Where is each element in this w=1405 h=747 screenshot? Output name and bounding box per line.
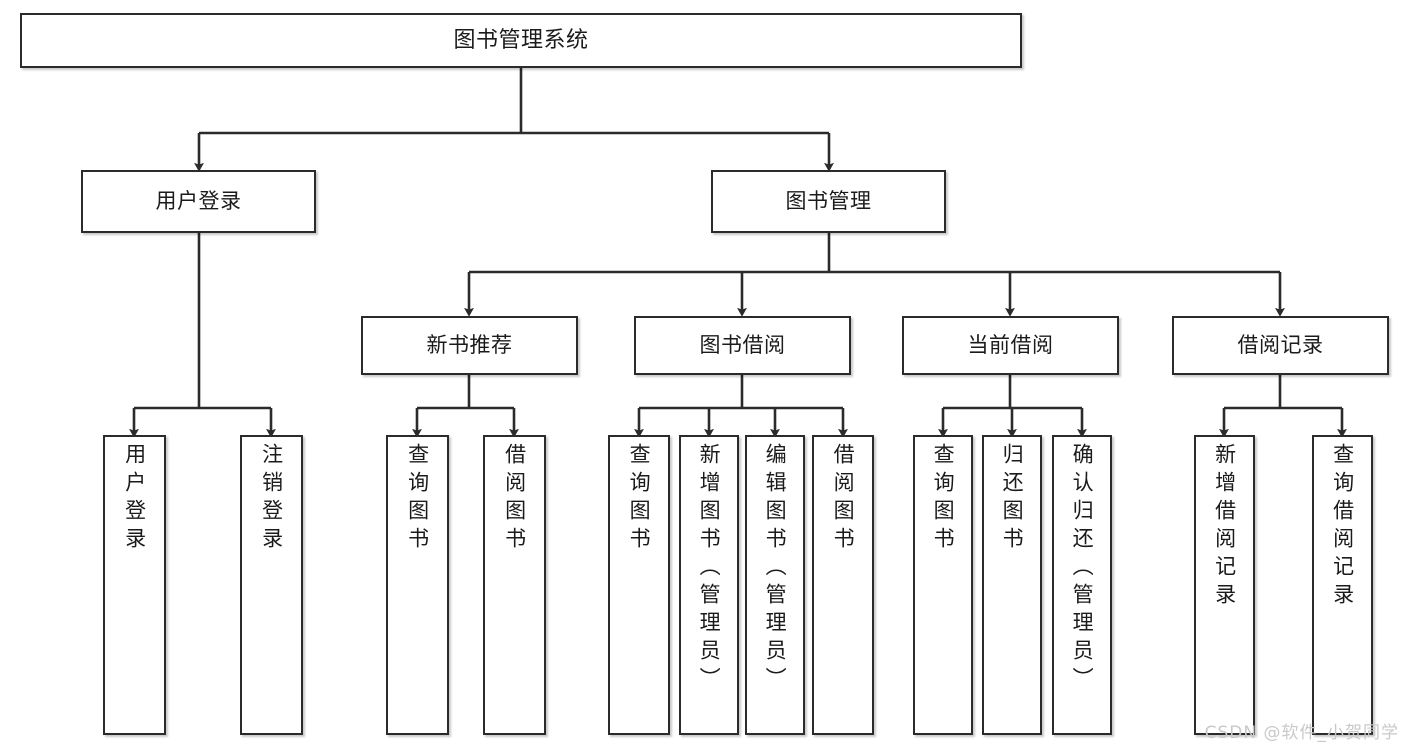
leaf-recommend-query-book[interactable]: 查询图书 bbox=[386, 435, 449, 735]
leaf-label: 归还图书 bbox=[1000, 443, 1025, 555]
leaf-label: 确认归还（管理员） bbox=[1070, 443, 1095, 695]
node-root-label: 图书管理系统 bbox=[453, 27, 589, 53]
leaf-label: 用户登录 bbox=[122, 443, 147, 555]
leaf-label: 查询图书 bbox=[627, 443, 652, 555]
leaf-label: 新增图书（管理员） bbox=[697, 443, 722, 695]
leaf-label: 借阅图书 bbox=[831, 443, 856, 555]
leaf-borrow-edit-book[interactable]: 编辑图书（管理员） bbox=[745, 435, 805, 735]
leaf-current-return-book[interactable]: 归还图书 bbox=[982, 435, 1042, 735]
leaf-user-login-login[interactable]: 用户登录 bbox=[103, 435, 166, 735]
leaf-current-confirm-return[interactable]: 确认归还（管理员） bbox=[1052, 435, 1112, 735]
node-root[interactable]: 图书管理系统 bbox=[20, 13, 1022, 68]
leaf-user-login-logout[interactable]: 注销登录 bbox=[240, 435, 303, 735]
leaf-label: 查询图书 bbox=[931, 443, 956, 555]
node-current-borrow-label: 当前借阅 bbox=[967, 333, 1054, 358]
leaf-label: 注销登录 bbox=[259, 443, 284, 555]
node-book-management-label: 图书管理 bbox=[785, 189, 872, 214]
node-book-borrow[interactable]: 图书借阅 bbox=[634, 316, 851, 375]
leaf-current-query-book[interactable]: 查询图书 bbox=[913, 435, 973, 735]
leaf-recommend-borrow-book[interactable]: 借阅图书 bbox=[483, 435, 546, 735]
node-book-management[interactable]: 图书管理 bbox=[711, 170, 946, 233]
node-borrow-record[interactable]: 借阅记录 bbox=[1172, 316, 1389, 375]
leaf-borrow-add-book[interactable]: 新增图书（管理员） bbox=[679, 435, 739, 735]
leaf-label: 查询图书 bbox=[405, 443, 430, 555]
node-user-login[interactable]: 用户登录 bbox=[81, 170, 316, 233]
leaf-record-add-record[interactable]: 新增借阅记录 bbox=[1194, 435, 1255, 735]
leaf-borrow-query-book[interactable]: 查询图书 bbox=[608, 435, 670, 735]
node-new-book-recommend-label: 新书推荐 bbox=[426, 333, 513, 358]
leaf-record-query-record[interactable]: 查询借阅记录 bbox=[1312, 435, 1373, 735]
node-borrow-record-label: 借阅记录 bbox=[1237, 333, 1324, 358]
node-current-borrow[interactable]: 当前借阅 bbox=[902, 316, 1119, 375]
watermark: CSDN @软件_小贺同学 bbox=[1204, 723, 1399, 743]
leaf-label: 编辑图书（管理员） bbox=[763, 443, 788, 695]
node-user-login-label: 用户登录 bbox=[155, 189, 242, 214]
leaf-borrow-borrow-book[interactable]: 借阅图书 bbox=[812, 435, 874, 735]
node-book-borrow-label: 图书借阅 bbox=[699, 333, 786, 358]
leaf-label: 新增借阅记录 bbox=[1212, 443, 1237, 611]
leaf-label: 查询借阅记录 bbox=[1330, 443, 1355, 611]
leaf-label: 借阅图书 bbox=[502, 443, 527, 555]
node-new-book-recommend[interactable]: 新书推荐 bbox=[361, 316, 578, 375]
